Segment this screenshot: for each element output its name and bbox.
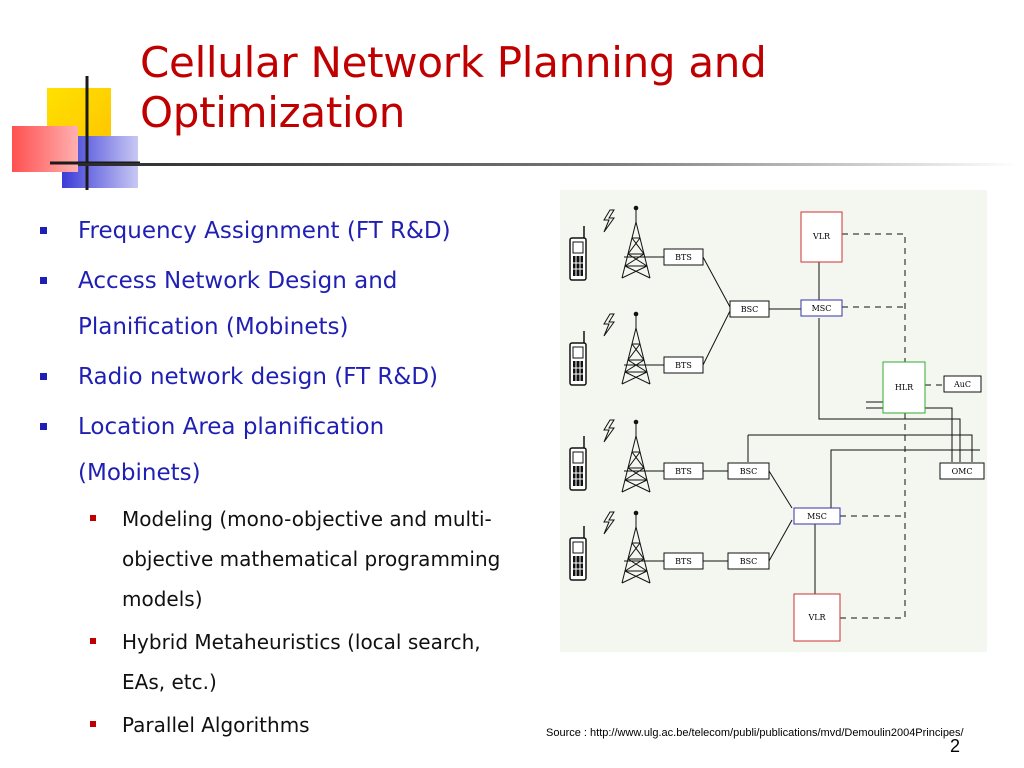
node-bts-2: BTS [663, 356, 704, 374]
node-label: BSC [740, 467, 757, 476]
node-label: BSC [740, 557, 757, 566]
node-auc: AuC [943, 375, 982, 393]
title-line-2: Optimization [140, 88, 406, 137]
node-label: OMC [952, 467, 973, 476]
sub-bullet-text: EAs, etc.) [122, 670, 217, 694]
node-vlr-bottom: VLR [793, 593, 841, 642]
decorative-corner-squares [12, 76, 140, 190]
radio-wave-icon [603, 209, 615, 233]
node-msc-2: MSC [793, 507, 841, 525]
node-hlr: HLR [882, 361, 926, 414]
radio-wave-icon [603, 419, 615, 443]
bullet-frequency-assignment: Frequency Assignment (FT R&D) [38, 208, 548, 254]
source-citation: Source : http://www.ulg.ac.be/telecom/pu… [546, 727, 964, 739]
node-label: BTS [675, 557, 692, 566]
node-label: BSC [741, 305, 758, 314]
node-bsc-4: BSC [727, 552, 770, 570]
node-label: HLR [895, 383, 914, 392]
node-label: MSC [807, 512, 827, 521]
node-msc-1: MSC [800, 299, 843, 317]
bullet-text: Radio network design (FT R&D) [78, 364, 439, 390]
antenna-tower-icon [621, 205, 651, 279]
red-square [12, 126, 78, 172]
bullet-text: Planification (Mobinets) [78, 314, 349, 340]
sub-bullet-text: Hybrid Metaheuristics (local search, [122, 630, 481, 654]
bullet-location-area-planification: Location Area planification (Mobinets) [38, 404, 548, 496]
bullet-radio-network-design: Radio network design (FT R&D) [38, 354, 548, 400]
antenna-tower-icon [621, 419, 651, 493]
node-label: BTS [675, 253, 692, 262]
bullet-text: (Mobinets) [78, 460, 201, 486]
sub-bullet-parallel-algorithms: Parallel Algorithms [38, 705, 548, 745]
mobile-phone-icon [569, 330, 587, 386]
node-bts-4: BTS [663, 552, 704, 570]
gsm-network-diagram: VLR BTS BSC MSC BTS HLR AuC BTS [560, 190, 987, 652]
node-label: VLR [807, 613, 826, 622]
antenna-tower-icon [621, 311, 651, 385]
page-number: 2 [950, 736, 961, 756]
antenna-tower-icon [621, 510, 651, 584]
bullet-text: Location Area planification [78, 414, 385, 440]
radio-wave-icon [603, 313, 615, 337]
bullet-text: Access Network Design and [78, 268, 398, 294]
sub-bullet-hybrid-metaheuristics: Hybrid Metaheuristics (local search, EAs… [38, 622, 548, 702]
mobile-phone-icon [569, 435, 587, 491]
bullet-text: Frequency Assignment (FT R&D) [78, 218, 451, 244]
title-line-1: Cellular Network Planning and [140, 38, 767, 87]
node-label: MSC [812, 304, 832, 313]
sub-bullet-text: models) [122, 587, 203, 611]
sub-bullet-text: objective mathematical programming [122, 547, 501, 571]
node-bts-1: BTS [663, 248, 704, 266]
sub-bullet-text: Modeling (mono-objective and multi- [122, 507, 492, 531]
dashed-links [840, 233, 950, 619]
node-bts-3: BTS [663, 462, 704, 480]
bullet-access-network-design: Access Network Design and Planification … [38, 258, 548, 350]
node-bsc-1: BSC [729, 300, 770, 318]
radio-wave-icon [603, 511, 615, 535]
slide-title: Cellular Network Planning and Optimizati… [140, 38, 767, 138]
node-label: AuC [953, 380, 971, 389]
node-bsc-3: BSC [727, 462, 770, 480]
mobile-phone-icon [569, 525, 587, 581]
title-underline [78, 163, 1018, 166]
sub-bullet-text: Parallel Algorithms [122, 713, 310, 737]
node-label: BTS [675, 361, 692, 370]
node-label: VLR [812, 232, 831, 241]
node-vlr-top: VLR [800, 211, 843, 263]
mobile-phone-icon [569, 225, 587, 281]
node-label: BTS [675, 467, 692, 476]
bullet-list: Frequency Assignment (FT R&D) Access Net… [38, 204, 548, 745]
node-omc: OMC [939, 462, 985, 480]
sub-bullet-modeling: Modeling (mono-objective and multi- obje… [38, 499, 548, 619]
